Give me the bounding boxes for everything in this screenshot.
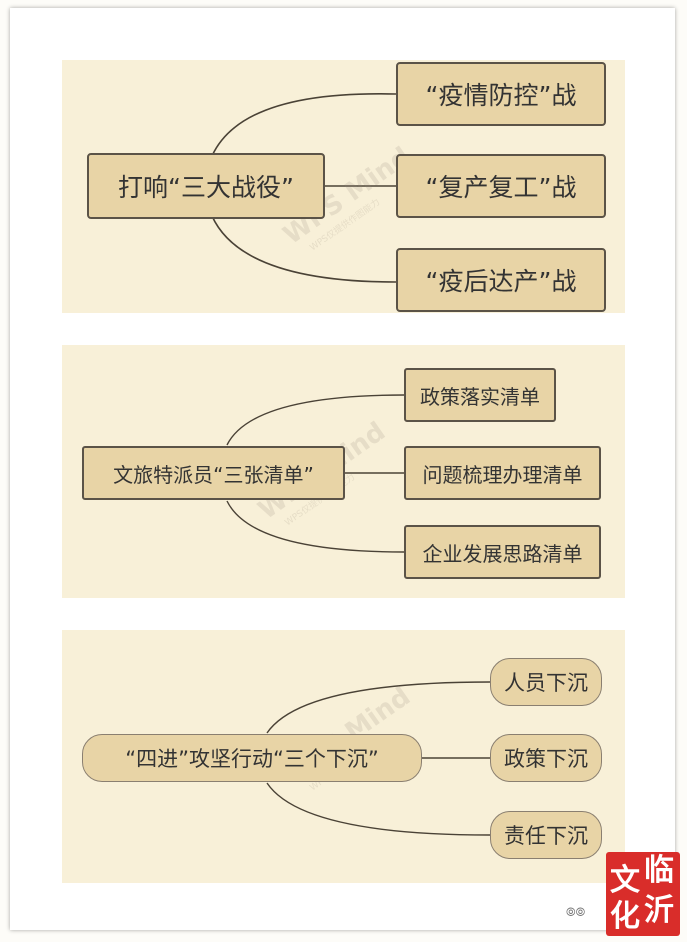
stamp-char: 文 bbox=[610, 863, 640, 898]
connector-line bbox=[211, 92, 397, 157]
child-node[interactable]: 人员下沉 bbox=[490, 658, 602, 706]
connector-lines-2 bbox=[226, 394, 405, 553]
child-node[interactable]: 问题梳理办理清单 bbox=[404, 446, 601, 500]
stamp-char: 沂 bbox=[644, 893, 674, 928]
child-node[interactable]: “疫后达产”战 bbox=[396, 248, 606, 312]
connector-line bbox=[266, 681, 491, 734]
root-node[interactable]: 文旅特派员“三张清单” bbox=[82, 446, 345, 500]
connector-lines-3 bbox=[266, 681, 491, 836]
stamp-char: 临 bbox=[644, 853, 674, 888]
connector-lines-1 bbox=[211, 92, 397, 283]
connector-line bbox=[226, 394, 405, 446]
child-node[interactable]: 企业发展思路清单 bbox=[404, 525, 601, 579]
child-node[interactable]: 政策落实清单 bbox=[404, 368, 556, 422]
connector-line bbox=[226, 500, 405, 553]
stamp-char: 化 bbox=[610, 899, 640, 934]
seal-stamp: 临 沂 文 化 bbox=[606, 852, 680, 936]
connector-line bbox=[211, 215, 397, 283]
wechat-icon: ⦾⦾ bbox=[566, 905, 586, 919]
child-node[interactable]: 政策下沉 bbox=[490, 734, 602, 782]
child-node[interactable]: “疫情防控”战 bbox=[396, 62, 606, 126]
root-node[interactable]: “四进”攻坚行动“三个下沉” bbox=[82, 734, 422, 782]
child-node[interactable]: “复产复工”战 bbox=[396, 154, 606, 218]
child-node[interactable]: 责任下沉 bbox=[490, 811, 602, 859]
connector-line bbox=[266, 782, 491, 836]
root-node[interactable]: 打响“三大战役” bbox=[87, 153, 325, 219]
